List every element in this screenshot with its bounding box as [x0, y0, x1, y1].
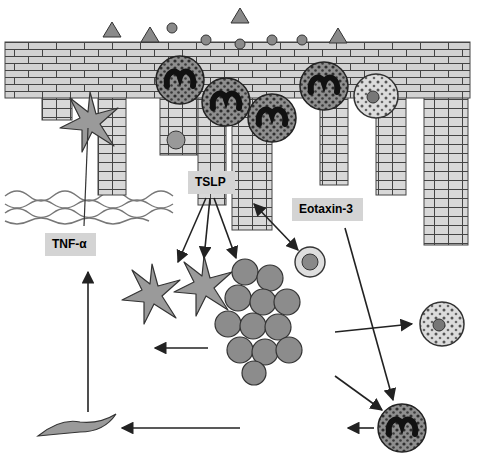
dendritic-cells: [122, 256, 232, 324]
eosinophil: [378, 404, 426, 452]
eosinophil: [354, 74, 398, 118]
epithelial-cell: [167, 131, 185, 149]
cytokine-name: Eotaxin-3: [299, 201, 353, 217]
eosinophil: [156, 56, 204, 104]
mast-cell: [295, 247, 325, 277]
cytokine-label: TSLP: [188, 171, 235, 194]
eosinophil: [300, 62, 348, 110]
cytokine-name: TSLP: [195, 174, 226, 190]
luminal-antigens: [103, 8, 347, 49]
cytokine-label: Eotaxin-3: [292, 198, 363, 221]
fibers: [5, 191, 173, 224]
arrows: [88, 198, 412, 428]
eosinophil: [248, 94, 296, 142]
cytokine-label: TNF-α: [45, 233, 96, 256]
eosinophil: [420, 302, 464, 346]
lymphocyte-cluster: [215, 259, 302, 385]
fibroblast: [38, 414, 116, 436]
eosinophil: [202, 78, 250, 126]
dendritic-cell: [60, 92, 118, 152]
leader-line: [84, 128, 88, 226]
cytokine-name: TNF-α: [52, 236, 87, 252]
